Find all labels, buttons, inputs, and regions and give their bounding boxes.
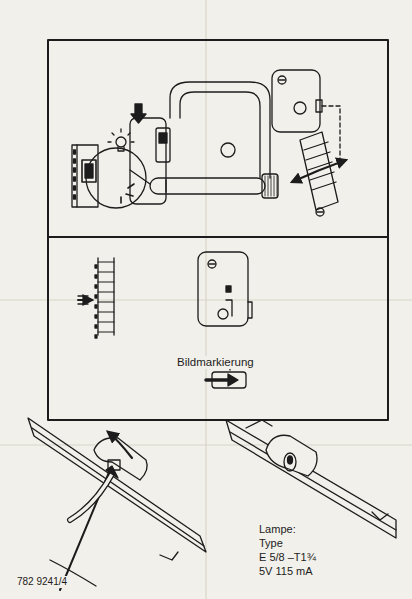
frame-mark	[95, 325, 97, 328]
knurl-line	[274, 176, 275, 196]
frame-line	[98, 291, 114, 292]
frame-line	[98, 301, 114, 302]
lamp-icon	[108, 129, 134, 203]
frame-mark	[95, 335, 97, 338]
sprocket-hole	[74, 186, 76, 190]
push-arrow-head	[106, 466, 118, 478]
frame-mark	[95, 315, 97, 318]
frame-line	[98, 331, 114, 332]
marking-module	[198, 252, 252, 326]
lamp-spec: 5V 115 mA	[258, 565, 314, 578]
frame-line	[98, 281, 114, 282]
frame-mark	[95, 275, 97, 278]
detail-circle	[86, 148, 146, 208]
lamp-spec: Lampe:	[258, 523, 297, 536]
lamp-spec: Type	[258, 537, 284, 550]
panel-divider	[48, 236, 388, 238]
lamp-socket-bar	[226, 420, 396, 538]
knurl-line	[271, 176, 272, 196]
film-ladder	[98, 258, 114, 335]
lamp-housing-bar	[28, 418, 206, 590]
sprocket-hole	[74, 177, 76, 181]
frame-line	[98, 261, 114, 262]
frame-line	[98, 311, 114, 312]
detail-module	[272, 70, 340, 165]
marker-arrow	[78, 296, 92, 304]
push-arrow-outline	[70, 474, 112, 520]
sprocket-hole	[74, 195, 76, 199]
knob-knurling	[265, 176, 277, 196]
frame-mark	[95, 265, 97, 268]
part-label: Bildmarkierung	[176, 356, 255, 369]
adjust-dial	[292, 132, 346, 216]
sprocket-hole	[74, 159, 76, 163]
projector-body	[130, 82, 278, 204]
frame-line	[98, 271, 114, 272]
knurl-line	[268, 176, 269, 196]
lamp-spec: E 5/8 –T1¾	[258, 551, 317, 564]
frame-line	[98, 321, 114, 322]
film-frames	[95, 262, 114, 338]
panel-frame	[48, 40, 388, 420]
film-sprockets	[74, 150, 76, 199]
frame-mark	[95, 295, 97, 298]
knurl-line	[265, 176, 266, 196]
frame-mark	[95, 305, 97, 308]
knurl-line	[277, 176, 278, 196]
push-arrow	[70, 474, 112, 520]
down-arrow	[131, 104, 146, 123]
sprocket-hole	[74, 150, 76, 154]
frame-mark	[95, 285, 97, 288]
part-number: 782 9241/4	[16, 576, 68, 588]
open-arrow	[108, 432, 132, 458]
sprocket-hole	[74, 168, 76, 172]
